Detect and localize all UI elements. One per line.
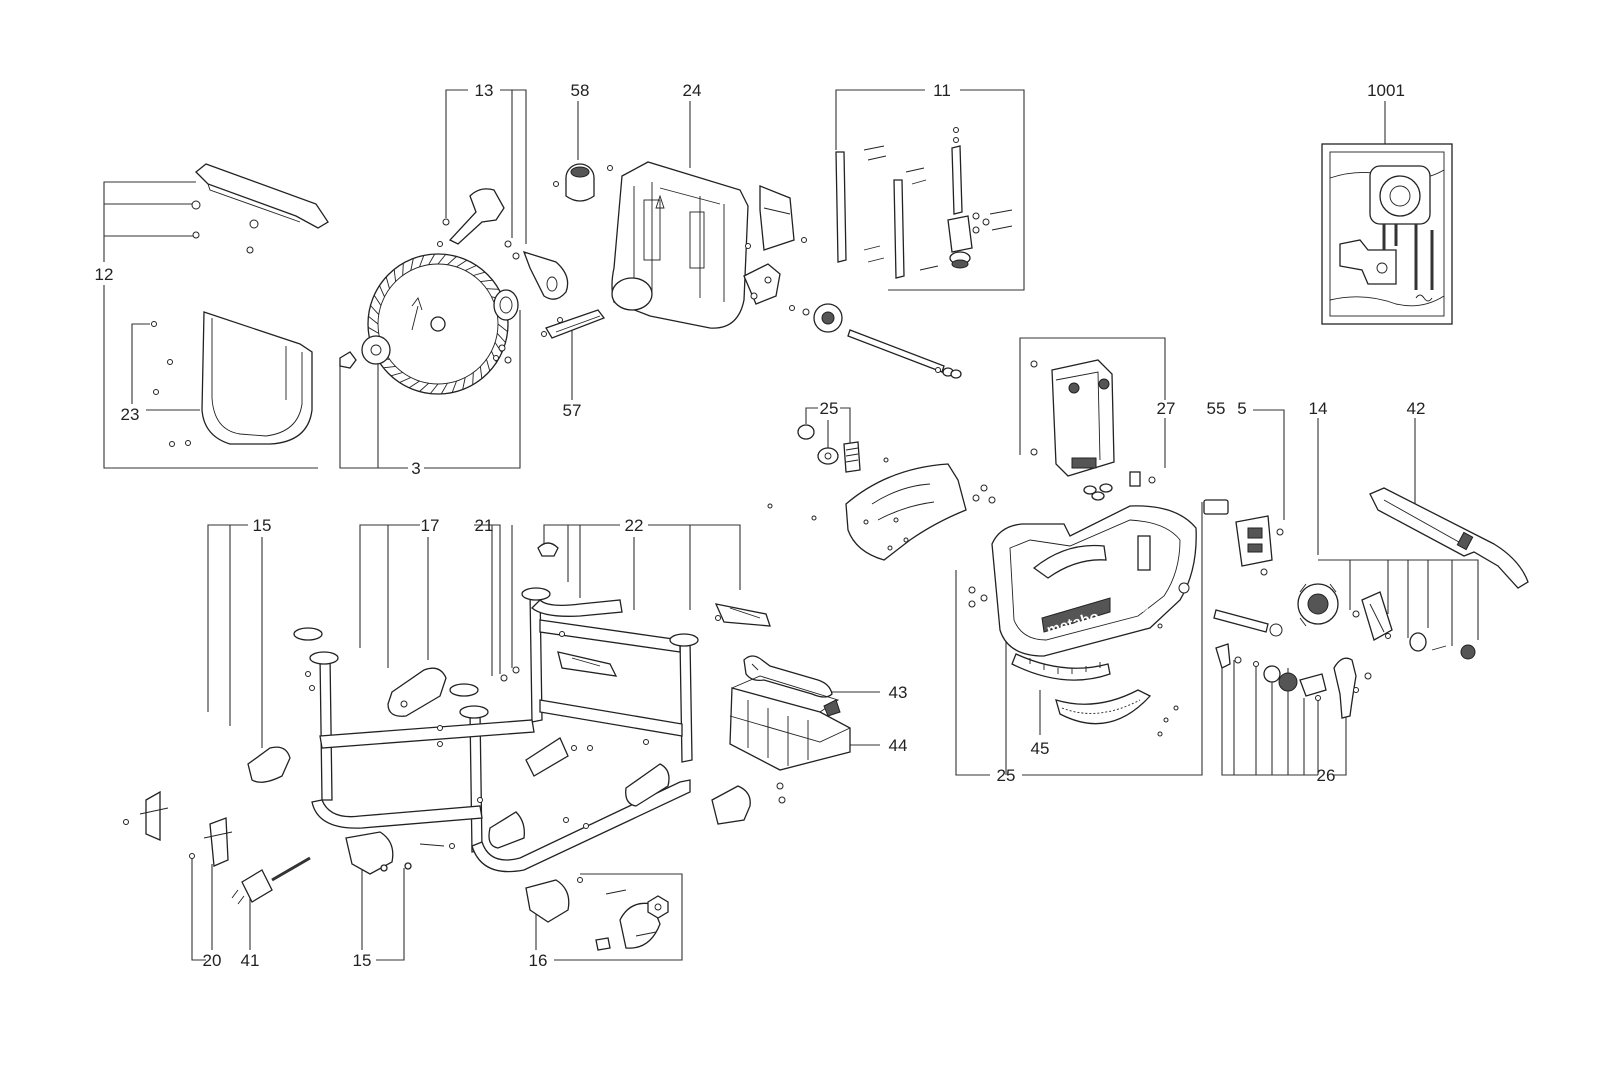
callout-21: 21 <box>475 516 494 535</box>
callout-labels: 13 58 24 11 1001 12 23 57 3 25 27 55 5 1… <box>95 81 1426 970</box>
callout-55: 55 <box>1207 399 1226 418</box>
part-housing-half <box>345 831 455 875</box>
callout-24: 24 <box>683 81 702 100</box>
part-onoff-switch <box>1203 499 1284 576</box>
callout-20: 20 <box>203 951 222 970</box>
part-clamp-knob-set <box>797 424 861 473</box>
part-feet-and-caps <box>247 542 786 849</box>
part-front-frame: metabo TS 254 M <box>968 505 1197 657</box>
part-capacitor-box <box>745 185 807 251</box>
part-stand-frame <box>305 587 699 873</box>
callout-58: 58 <box>571 81 590 100</box>
callout-41: 41 <box>241 951 260 970</box>
callout-43: 43 <box>889 683 908 702</box>
callout-42: 42 <box>1407 399 1426 418</box>
part-tension-clip <box>541 309 606 339</box>
callout-11: 11 <box>933 81 951 100</box>
callout-14: 14 <box>1309 399 1328 418</box>
part-height-gear-shaft <box>789 303 962 379</box>
part-locking-lever <box>1215 643 1372 719</box>
part-foot-stop <box>123 790 233 867</box>
callout-25-top: 25 <box>820 399 839 418</box>
callout-3: 3 <box>411 459 420 478</box>
part-bushing <box>553 163 613 202</box>
part-wrench <box>743 655 833 698</box>
callout-15-bottom: 15 <box>353 951 372 970</box>
part-saw-blade <box>367 253 509 395</box>
part-guard-side-cover <box>151 311 313 447</box>
callout-16: 16 <box>529 951 548 970</box>
callout-25-bottom: 25 <box>997 766 1016 785</box>
callout-5: 5 <box>1237 399 1246 418</box>
part-knob-assembly <box>525 877 669 951</box>
part-power-cord <box>231 856 311 905</box>
frame-model-label: TS 254 M <box>1118 607 1149 614</box>
callout-23: 23 <box>121 405 140 424</box>
part-blade-guard-top <box>191 163 329 254</box>
callout-13: 13 <box>475 81 494 100</box>
part-bevel-scale <box>1011 653 1179 737</box>
part-storage-tray <box>729 675 851 771</box>
part-wiring-diagram <box>1321 143 1453 325</box>
callout-17: 17 <box>421 516 440 535</box>
callout-27: 27 <box>1157 399 1176 418</box>
callout-lines <box>103 89 1479 961</box>
part-motor-housing <box>611 161 781 329</box>
part-push-stick <box>1369 487 1529 589</box>
callout-1001: 1001 <box>1367 81 1405 100</box>
callout-57: 57 <box>563 401 582 420</box>
part-blade-flange-set <box>339 289 519 369</box>
part-bevel-segment <box>767 457 996 561</box>
part-riving-knife <box>437 188 569 300</box>
callout-26: 26 <box>1317 766 1336 785</box>
callout-44: 44 <box>889 736 908 755</box>
callout-12: 12 <box>95 265 114 284</box>
part-switch-housing <box>1030 359 1156 501</box>
callout-45: 45 <box>1031 739 1050 758</box>
callout-22: 22 <box>625 516 644 535</box>
callout-15-left: 15 <box>253 516 272 535</box>
part-handwheel <box>1213 583 1476 660</box>
part-guide-rods <box>835 127 1013 279</box>
